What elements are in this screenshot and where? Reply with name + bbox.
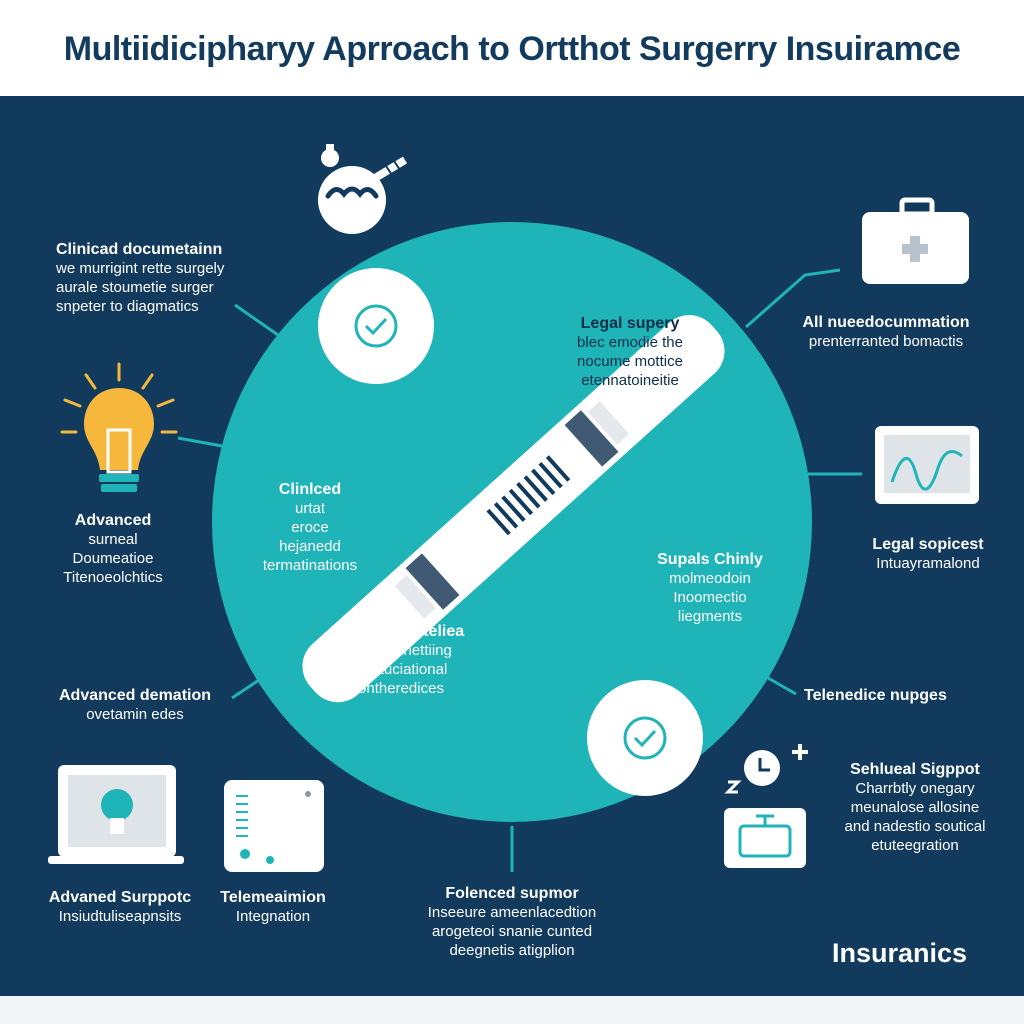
medical-case-icon <box>862 197 969 284</box>
connector-left-low <box>231 676 263 700</box>
label-line: blec emodie the <box>577 334 683 351</box>
label-line: we murrigint rette surgely <box>56 260 225 277</box>
label-heading: Legal supery <box>580 315 680 332</box>
label-heading: All nueedocummation <box>802 314 970 331</box>
label-line: arogeteoi snanie cunted <box>431 923 593 940</box>
label-right-case: All nueedocummation prenterranted bomact… <box>786 313 986 351</box>
label-right-tele: Telenedice nupges <box>804 686 947 705</box>
label-line: Inseeure ameenlacedtion <box>427 904 597 921</box>
connector-bulb <box>177 436 223 448</box>
label-line: ovetamin edes <box>86 706 184 723</box>
label-line: snpeter to diagmatics <box>56 298 199 315</box>
label-right-low: Sehlueal Sigppot Charrbtly onegary meuna… <box>836 760 994 855</box>
label-line: nocume mottice <box>577 353 683 370</box>
label-bottom-center: Folenced supmor Inseeure ameenlacedtion … <box>412 884 612 960</box>
label-line: Titenoeolchtics <box>63 569 163 586</box>
label-line: Intuayramalond <box>876 555 980 572</box>
label-line: Integnation <box>235 908 311 925</box>
label-line: etuteegration <box>871 837 959 854</box>
header: Multiidicipharyy Aprroach to Ortthot Sur… <box>0 0 1024 97</box>
connector-lines <box>177 268 862 872</box>
label-heading: Clinlced <box>278 481 342 498</box>
label-line: ontheredices <box>358 680 444 697</box>
label-line: liegments <box>677 608 743 625</box>
bone-implant-icon <box>302 268 725 796</box>
chart-monitor-icon <box>875 426 979 504</box>
label-line: meunalose allosine <box>850 799 980 816</box>
laptop-icon <box>48 765 184 864</box>
inner-label-left: Clinlced urtat eroce hejanedd termatinat… <box>250 480 370 575</box>
check-circle-top <box>318 268 434 384</box>
label-heading: Advaned Surppotc <box>48 889 192 906</box>
label-line: rleconmnettiing <box>350 642 452 659</box>
label-line: molmeodoin <box>669 570 751 587</box>
label-left-bulb: Advanced surneal Doumeatioe Titenoeolcht… <box>40 511 186 587</box>
label-line: deegnetis atigplion <box>449 942 575 959</box>
label-left-low: Advanced demation ovetamin edes <box>40 686 230 724</box>
label-line: termatinations <box>262 557 358 574</box>
label-line: hejanedd <box>279 538 341 555</box>
label-line: aurale stoumetie surger <box>56 279 214 296</box>
label-right-chart: Legal sopicest Intuayramalond <box>860 535 996 573</box>
tablet-icon <box>224 780 324 872</box>
device-icon <box>724 808 806 868</box>
label-line: etennatoineitie <box>581 372 679 389</box>
brand-logo-text: Insuranics <box>832 938 968 968</box>
label-line: Insiudtuliseapnsits <box>58 908 182 925</box>
inner-label-bottom: Acsenmoa teliea rleconmnettiing peotucia… <box>326 622 476 698</box>
label-heading: Advanced demation <box>58 687 212 704</box>
label-line: urtat <box>294 500 325 517</box>
connector-top-left <box>234 303 279 337</box>
label-bottom-tablet: Telemeaimion Integnation <box>210 888 336 926</box>
label-line: surneal <box>88 531 138 548</box>
label-line: and nadestio soutical <box>844 818 986 835</box>
lightbulb-icon <box>60 362 178 492</box>
check-circle-bottom <box>587 680 703 796</box>
connector-case <box>745 268 841 329</box>
inner-label-legal: Legal supery blec emodie the nocume mott… <box>540 314 720 390</box>
brain-gear-icon <box>318 144 408 234</box>
label-heading: Legal sopicest <box>872 536 984 553</box>
label-heading: Acsenmoa teliea <box>337 623 465 640</box>
label-heading: Folenced supmor <box>445 885 579 902</box>
label-line: prenterranted bomactis <box>808 333 964 350</box>
label-top-left: Clinicad documetainn we murrigint rette … <box>56 240 224 316</box>
label-line: Inoomectio <box>673 589 747 606</box>
footer-band <box>0 996 1024 1024</box>
label-heading: Telenedice nupges <box>804 687 947 704</box>
clock-plus-icon <box>724 744 808 794</box>
label-line: peotuciational <box>354 661 448 678</box>
label-line: Doumeatioe <box>72 550 154 567</box>
label-bottom-laptop: Advaned Surppotc Insiudtuliseapnsits <box>40 888 200 926</box>
inner-label-right: Supals Chinly molmeodoin Inoomectio lieg… <box>640 550 780 626</box>
label-line: Charrbtly onegary <box>855 780 975 797</box>
label-heading: Clinicad documetainn <box>56 241 223 258</box>
label-heading: Sehlueal Sigppot <box>850 761 980 778</box>
page-title: Multiidicipharyy Aprroach to Ortthot Sur… <box>63 30 961 68</box>
label-heading: Supals Chinly <box>657 551 763 568</box>
label-heading: Telemeaimion <box>220 889 326 906</box>
label-heading: Advanced <box>74 512 152 529</box>
label-line: eroce <box>291 519 329 536</box>
connector-tele <box>767 676 797 696</box>
